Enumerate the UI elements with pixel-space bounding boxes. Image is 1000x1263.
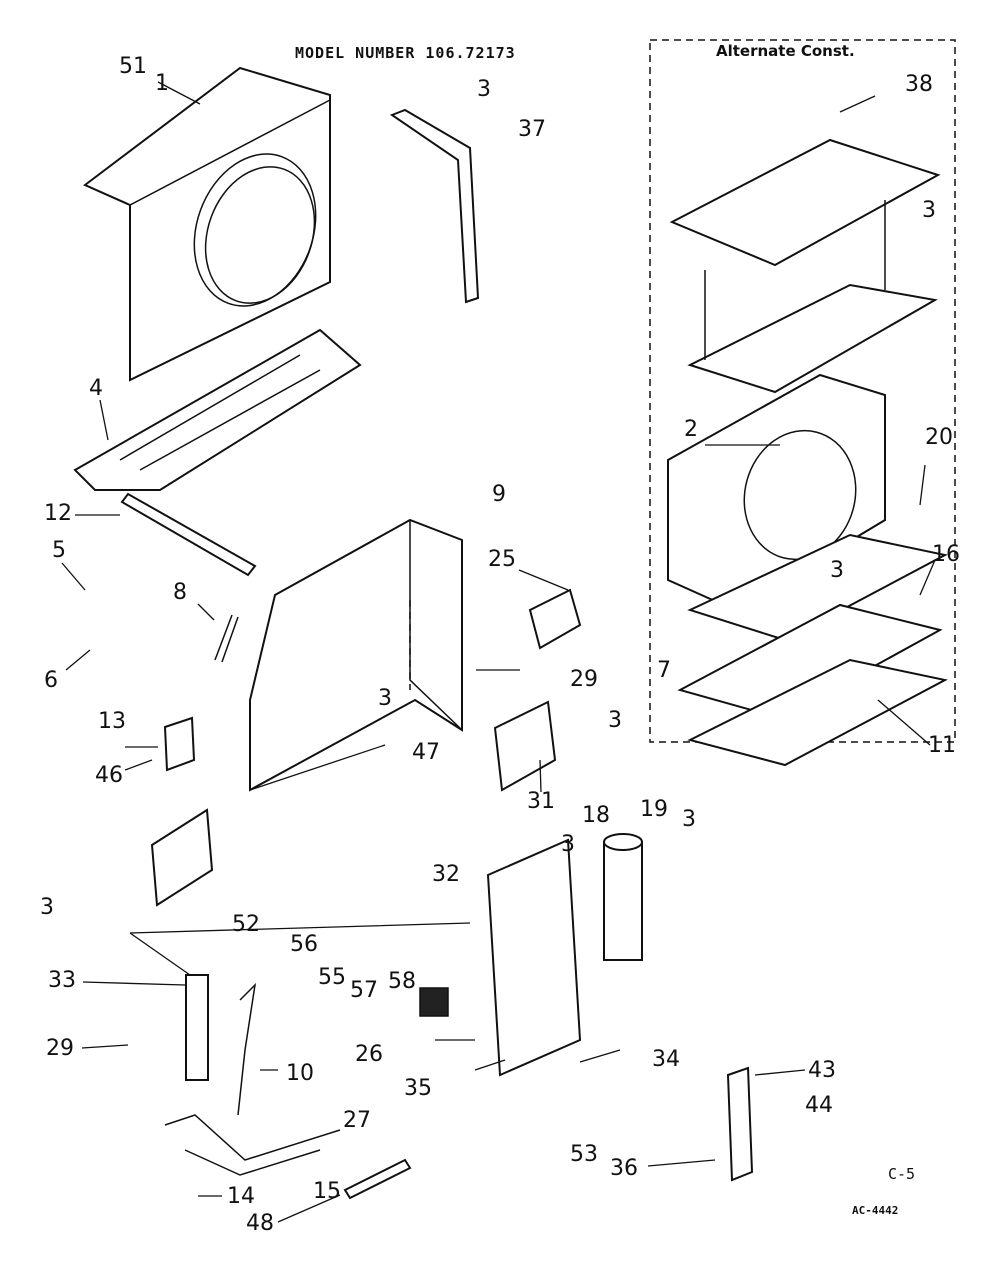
callout-11: 11 — [928, 733, 956, 758]
callout-29: 29 — [570, 667, 598, 692]
part-side-panel — [150, 808, 214, 907]
part-shroud — [83, 66, 331, 382]
callout-25: 25 — [488, 547, 516, 572]
callout-13: 13 — [98, 709, 126, 734]
callout-43: 43 — [808, 1058, 836, 1083]
part-cover-plate — [528, 588, 582, 650]
callout-18: 18 — [582, 803, 610, 828]
part-small-plate — [163, 716, 196, 772]
callout-33: 33 — [48, 968, 76, 993]
part-wire — [237, 982, 257, 1116]
model-number-title: MODEL NUMBER 106.72173 — [295, 44, 516, 62]
part-top-tray — [669, 138, 941, 394]
callout-16: 16 — [932, 542, 960, 567]
callout-9: 9 — [492, 482, 506, 507]
part-harness — [164, 1114, 341, 1176]
callout-3: 3 — [830, 558, 844, 583]
part-switch — [419, 987, 449, 1017]
callout-52: 52 — [232, 912, 260, 937]
callout-55: 55 — [318, 965, 346, 990]
callout-36: 36 — [610, 1156, 638, 1181]
callout-14: 14 — [227, 1184, 255, 1209]
callout-47: 47 — [412, 740, 440, 765]
callout-31: 31 — [527, 789, 555, 814]
callout-35: 35 — [404, 1076, 432, 1101]
callout-51: 51 — [119, 54, 147, 79]
part-main-panel — [249, 518, 463, 792]
callout-3: 3 — [561, 832, 575, 857]
drawing-code: AC-4442 — [852, 1204, 899, 1217]
callout-2: 2 — [684, 417, 698, 442]
callout-48: 48 — [246, 1211, 274, 1236]
callout-10: 10 — [286, 1061, 314, 1086]
part-rod — [120, 492, 257, 577]
callout-53: 53 — [570, 1142, 598, 1167]
callout-57: 57 — [350, 978, 378, 1003]
part-bracket-strip — [389, 108, 480, 304]
callout-46: 46 — [95, 763, 123, 788]
part-mounting-strip — [726, 1066, 754, 1182]
callout-4: 4 — [89, 376, 103, 401]
sheet-code: C-5 — [888, 1165, 916, 1183]
callout-38: 38 — [905, 72, 933, 97]
part-clip — [214, 614, 239, 663]
callout-27: 27 — [343, 1108, 371, 1133]
alternate-construction-title: Alternate Const. — [716, 42, 855, 60]
part-plate — [687, 533, 948, 642]
callout-3: 3 — [378, 686, 392, 711]
callout-3: 3 — [40, 895, 54, 920]
part-base-pan — [73, 328, 362, 491]
part-cylinder — [603, 833, 643, 961]
callout-5: 5 — [52, 538, 66, 563]
callout-56: 56 — [290, 932, 318, 957]
callout-1: 1 — [155, 71, 169, 96]
callout-7: 7 — [657, 658, 671, 683]
callout-34: 34 — [652, 1047, 680, 1072]
callout-29: 29 — [46, 1036, 74, 1061]
callout-3: 3 — [608, 708, 622, 733]
callout-3: 3 — [477, 77, 491, 102]
leader-lines — [61, 81, 936, 1223]
part-control-bracket — [486, 838, 582, 1077]
callout-8: 8 — [173, 580, 187, 605]
callout-20: 20 — [925, 425, 953, 450]
part-mesh-strip — [185, 974, 209, 1081]
part-drain-tray — [677, 603, 948, 767]
part-spring — [343, 1158, 412, 1200]
callout-3: 3 — [682, 807, 696, 832]
callout-44: 44 — [805, 1093, 833, 1118]
callout-26: 26 — [355, 1042, 383, 1067]
callout-58: 58 — [388, 969, 416, 994]
callout-3: 3 — [922, 198, 936, 223]
callout-37: 37 — [518, 117, 546, 142]
callout-19: 19 — [640, 797, 668, 822]
callout-12: 12 — [44, 501, 72, 526]
callout-32: 32 — [432, 862, 460, 887]
callout-6: 6 — [44, 668, 58, 693]
part-channel — [493, 700, 557, 792]
callout-15: 15 — [313, 1179, 341, 1204]
